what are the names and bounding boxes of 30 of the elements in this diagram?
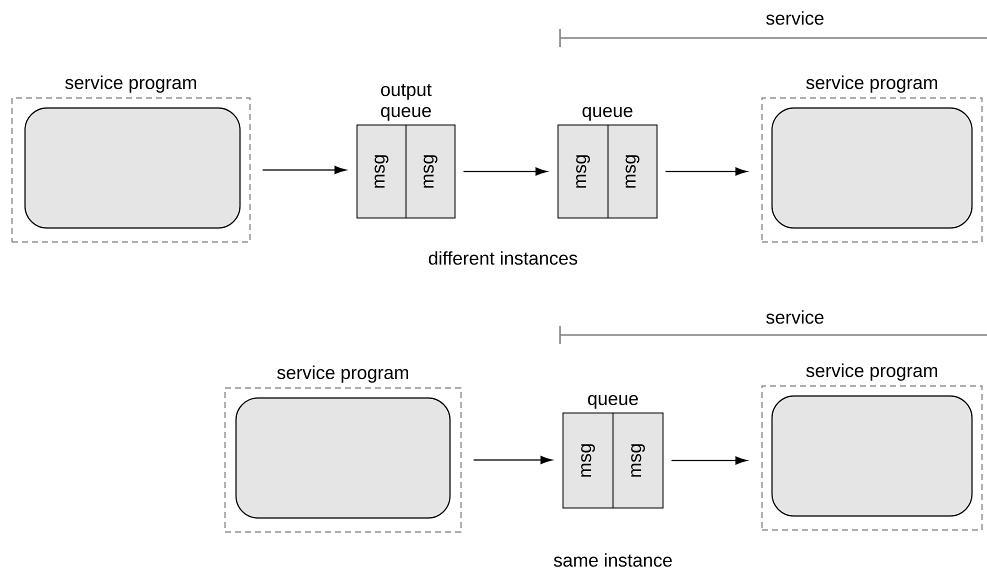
program-box bbox=[771, 395, 973, 517]
service-program-box: service program bbox=[761, 76, 983, 243]
message-cell: msg bbox=[406, 124, 456, 218]
program-box bbox=[235, 397, 451, 519]
message-cell: msg bbox=[356, 124, 406, 218]
caption: same instance bbox=[554, 553, 672, 567]
bracket-label: service bbox=[766, 11, 824, 25]
service-program-box: service program bbox=[11, 76, 251, 243]
arrow bbox=[262, 166, 346, 174]
message-cell: msg bbox=[558, 124, 608, 218]
program-box bbox=[24, 107, 241, 229]
caption: different instances bbox=[428, 251, 578, 265]
arrow bbox=[672, 456, 747, 465]
message-cell: msg bbox=[612, 412, 664, 508]
node-label: output queue bbox=[381, 84, 432, 121]
node-label: service program bbox=[806, 76, 938, 93]
node-label: service program bbox=[65, 76, 196, 93]
node-label: queue bbox=[582, 106, 632, 121]
message-cell: msg bbox=[562, 412, 614, 508]
bracket-label: service bbox=[766, 310, 824, 324]
service-program-box: service program bbox=[761, 364, 983, 531]
node-label: queue bbox=[588, 394, 638, 409]
program-box bbox=[771, 107, 973, 229]
arrow bbox=[666, 167, 747, 176]
node-label: service program bbox=[806, 364, 938, 381]
node-label: service program bbox=[277, 366, 408, 383]
service-program-box: service program bbox=[224, 366, 462, 533]
arrow bbox=[474, 456, 552, 464]
arrow bbox=[464, 167, 548, 176]
message-cell: msg bbox=[608, 124, 658, 218]
